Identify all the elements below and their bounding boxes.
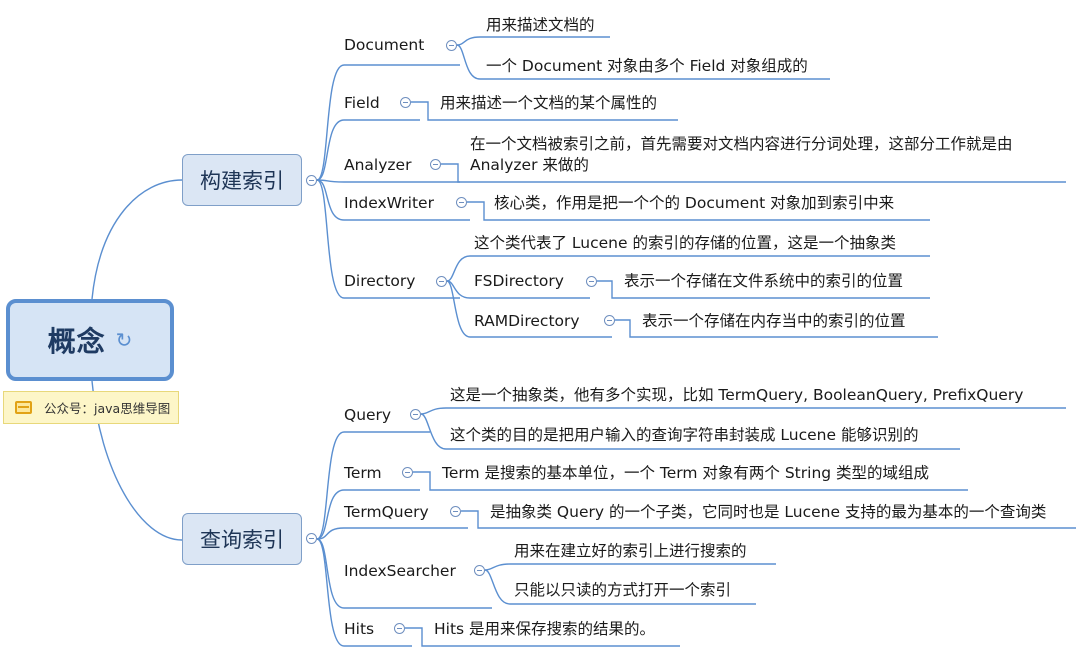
query-child-line (316, 489, 420, 540)
detail-text: 用来描述一个文档的某个属性的 (440, 94, 658, 112)
detail-line (446, 280, 612, 338)
refresh-link-icon[interactable]: ↻ (115, 328, 133, 352)
node-fsdirectory[interactable]: FSDirectory (474, 272, 564, 290)
node-ramdirectory[interactable]: RAMDirectory (474, 312, 580, 330)
node-document[interactable]: Document (344, 36, 425, 54)
detail-text: 这是一个抽象类，他有多个实现，比如 TermQuery, BooleanQuer… (450, 386, 1024, 404)
node-termquery[interactable]: TermQuery (344, 503, 429, 521)
detail-line (420, 413, 960, 450)
note-box: 公众号：java思维导图 (3, 391, 179, 424)
node-query[interactable]: Query (344, 406, 392, 424)
detail-text: 核心类，作用是把一个个的 Document 对象加到索引中来 (494, 194, 895, 212)
detail-text: 一个 Document 对象由多个 Field 对象组成的 (486, 57, 808, 75)
collapse-icon[interactable] (394, 623, 405, 634)
detail-text: 是抽象类 Query 的一个子类，它同时也是 Lucene 支持的最为基本的一个… (490, 503, 1047, 521)
detail-line (456, 44, 830, 80)
node-analyzer[interactable]: Analyzer (344, 156, 412, 174)
build-child-line (316, 119, 420, 181)
note-icon (15, 401, 32, 414)
detail-text: 表示一个存储在文件系统中的索引的位置 (624, 272, 904, 290)
detail-line (461, 510, 1076, 529)
query-child-line (316, 538, 412, 647)
detail-line (467, 201, 930, 221)
detail-line (484, 569, 756, 605)
branch-label: 查询索引 (200, 528, 284, 552)
node-field[interactable]: Field (344, 94, 380, 112)
detail-text: 这个类代表了 Lucene 的索引的存储的位置，这是一个抽象类 (474, 234, 896, 252)
detail-text: Hits 是用来保存搜索的结果的。 (434, 620, 656, 638)
collapse-icon[interactable] (306, 175, 317, 186)
root-to-build-branch (91, 179, 183, 300)
detail-line (420, 407, 1066, 415)
node-directory[interactable]: Directory (344, 272, 416, 290)
collapse-icon[interactable] (456, 197, 467, 208)
build-child-line (316, 179, 460, 299)
detail-text: 用来在建立好的索引上进行搜索的 (514, 542, 747, 560)
detail-line (484, 563, 776, 571)
collapse-icon[interactable] (604, 315, 615, 326)
detail-line (446, 255, 930, 282)
collapse-icon[interactable] (450, 506, 461, 517)
collapse-icon[interactable] (474, 565, 485, 576)
branch-query-index[interactable]: 查询索引 (182, 513, 302, 565)
build-child-line (316, 179, 470, 221)
detail-line (615, 319, 938, 338)
collapse-icon[interactable] (436, 276, 447, 287)
collapse-icon[interactable] (430, 159, 441, 170)
branch-label: 构建索引 (200, 169, 284, 193)
node-indexwriter[interactable]: IndexWriter (344, 194, 434, 212)
detail-line (597, 280, 930, 299)
collapse-icon[interactable] (410, 409, 421, 420)
detail-text: 在一个文档被索引之前，首先需要对文档内容进行分词处理，这部分工作就是由 (470, 135, 1013, 153)
query-child-line (316, 431, 430, 540)
detail-text: Term 是搜索的基本单位，一个 Term 对象有两个 String 类型的域组… (442, 464, 930, 482)
node-hits[interactable]: Hits (344, 620, 375, 638)
branch-build-index[interactable]: 构建索引 (182, 154, 302, 206)
root-node[interactable]: 概念 ↻ (6, 299, 174, 381)
note-text: 公众号：java思维导图 (44, 401, 171, 416)
collapse-icon[interactable] (400, 97, 411, 108)
detail-text: 这个类的目的是把用户输入的查询字符串封装成 Lucene 能够识别的 (450, 426, 919, 444)
detail-text: 用来描述文档的 (486, 16, 595, 34)
detail-line (413, 471, 968, 491)
detail-text: 只能以只读的方式打开一个索引 (514, 581, 732, 599)
detail-line (405, 627, 680, 647)
build-child-line (316, 179, 460, 183)
detail-text: 表示一个存储在内存当中的索引的位置 (642, 312, 906, 330)
collapse-icon[interactable] (306, 533, 317, 544)
query-child-line (316, 527, 468, 540)
node-term[interactable]: Term (344, 464, 382, 482)
detail-line (411, 101, 678, 121)
collapse-icon[interactable] (446, 40, 457, 51)
detail-line (441, 163, 1066, 183)
root-label: 概念 (47, 325, 106, 358)
collapse-icon[interactable] (586, 276, 597, 287)
build-child-line (316, 64, 460, 181)
detail-text: Analyzer 来做的 (470, 156, 589, 174)
detail-line (456, 36, 610, 46)
node-indexsearcher[interactable]: IndexSearcher (344, 562, 456, 580)
collapse-icon[interactable] (402, 467, 413, 478)
